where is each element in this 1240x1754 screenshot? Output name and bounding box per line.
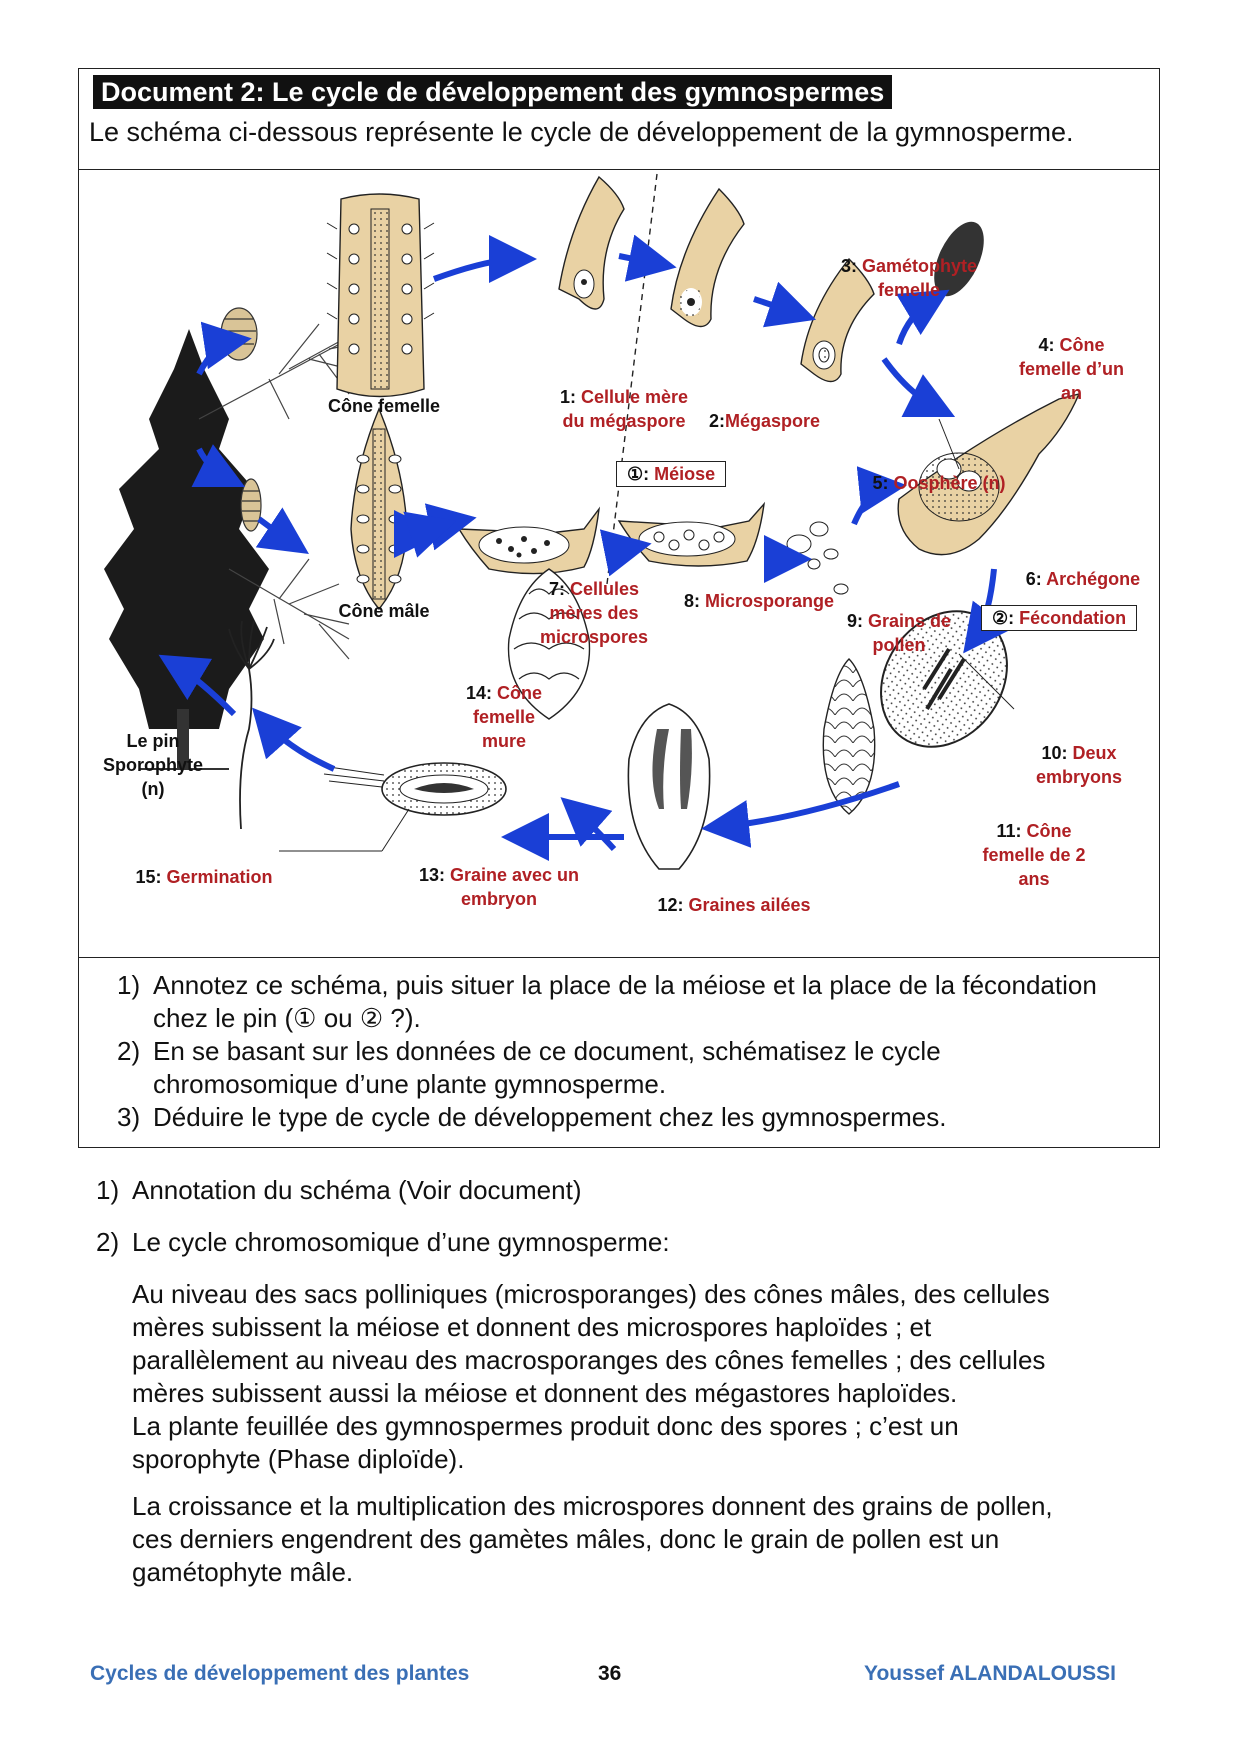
scale-1-illustration — [558, 175, 625, 310]
question-item: 2)En se basant sur les données de ce doc… — [117, 1036, 941, 1099]
document-intro: Le schéma ci-dessous représente le cycle… — [89, 117, 1074, 147]
question-item: 3)Déduire le type de cycle de développem… — [117, 1102, 947, 1132]
document-title: Document 2: Le cycle de développement de… — [93, 75, 893, 109]
answer-1: 1)Annotation du schéma (Voir document) — [96, 1175, 582, 1205]
label-meiose: ①: Méiose — [616, 461, 727, 487]
cycle-diagram-drawing — [104, 173, 1081, 870]
question-item: 1)Annotez ce schéma, puis situer la plac… — [117, 970, 1097, 1033]
microsporangium-7-illustration — [457, 506, 601, 575]
answer-2: 2)Le cycle chromosomique d’une gymnosper… — [96, 1227, 670, 1257]
label-13: 13: Graine avec un embryon — [418, 865, 580, 909]
young-female-cone-illustration — [934, 221, 984, 297]
questions-list: 1)Annotez ce schéma, puis situer la plac… — [117, 969, 1117, 1134]
label-fecondation: ②: Fécondation — [981, 605, 1138, 631]
footer-course-title: Cycles de développement des plantes — [90, 1662, 470, 1685]
label-cone-male: Cône mâle — [338, 601, 430, 621]
label-4: 4: Cône femelle d’un an — [1018, 335, 1125, 403]
label-10: 10: Deux embryons — [1035, 743, 1123, 787]
pine-tree-illustration — [104, 329, 269, 770]
label-2: 2:Mégaspore — [709, 411, 821, 431]
male-cone-section — [350, 407, 408, 611]
label-cone-femelle: Cône femelle — [327, 396, 441, 416]
seedling-illustration — [228, 620, 275, 830]
label-le-pin: Le pin Sporophyte (n) — [102, 731, 203, 799]
answers-section: 1)Annotation du schéma (Voir document) 2… — [96, 1174, 1176, 1603]
footer-page-number: 36 — [598, 1662, 622, 1685]
pollen-grains-illustration — [786, 521, 849, 595]
two-year-cone-illustration — [822, 658, 876, 815]
label-1: 1: Cellule mère du mégaspore — [559, 387, 689, 431]
scale-2-illustration — [670, 187, 745, 328]
mature-cone-illustration — [507, 568, 591, 720]
divider-top — [79, 169, 1159, 170]
label-11: 11: Cône femelle de 2 ans — [982, 821, 1086, 889]
document-box: Document 2: Le cycle de développement de… — [78, 68, 1160, 1148]
winged-seeds-illustration — [627, 703, 711, 870]
female-cone-section — [326, 193, 435, 398]
microsporangium-8-illustration — [617, 501, 766, 567]
label-12: 12: Graines ailées — [657, 895, 811, 915]
label-5: 5: Oosphère (n) — [872, 473, 1006, 493]
branch-male-cone — [228, 478, 350, 660]
answer-paragraph-2: La croissance et la multiplication des m… — [132, 1491, 1053, 1587]
answer-paragraph-1: Au niveau des sacs polliniques (microspo… — [132, 1279, 1050, 1474]
label-7: 7: Cellules mères des microspores — [539, 579, 649, 647]
cycle-diagram: Cône femelle Cône mâle Le pin Sporophyte… — [79, 169, 1159, 957]
label-8: 8: Microsporange — [683, 591, 835, 611]
archegonium-scale-illustration — [897, 392, 1081, 556]
label-15: 15: Germination — [135, 867, 273, 887]
seed-with-embryo-illustration — [279, 762, 507, 852]
label-9: 9: Grains de pollen — [846, 611, 952, 655]
footer-author: Youssef ALANDALOUSSI — [864, 1662, 1117, 1685]
scale-3-illustration — [800, 257, 875, 383]
divider-bottom — [79, 957, 1159, 958]
label-14: 14: Cône femelle mure — [465, 683, 543, 751]
label-3: 3: Gamétophyte femelle — [840, 256, 978, 300]
label-6: 6: Archégone — [1025, 569, 1141, 589]
